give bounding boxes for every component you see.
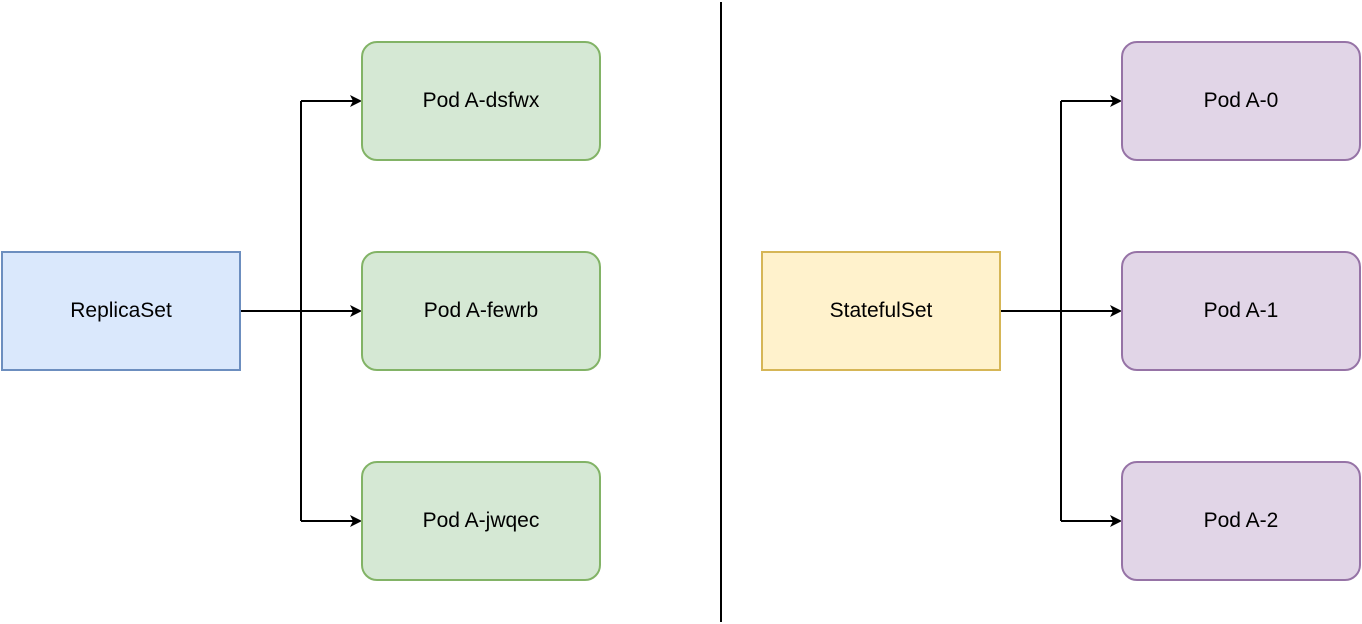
pod-label: Pod A-jwqec [422, 509, 540, 532]
pod-node-replicaset-2: Pod A-fewrb [361, 251, 601, 371]
replicaset-node: ReplicaSet [1, 251, 241, 371]
pod-node-statefulset-2: Pod A-2 [1121, 461, 1361, 581]
pod-label: Pod A-2 [1203, 509, 1279, 532]
pod-label: Pod A-dsfwx [422, 89, 540, 112]
pod-node-statefulset-0: Pod A-0 [1121, 41, 1361, 161]
pod-node-replicaset-1: Pod A-dsfwx [361, 41, 601, 161]
statefulset-label: StatefulSet [829, 299, 933, 322]
pod-label: Pod A-1 [1203, 299, 1279, 322]
statefulset-node: StatefulSet [761, 251, 1001, 371]
replicaset-label: ReplicaSet [70, 299, 172, 322]
pod-node-statefulset-1: Pod A-1 [1121, 251, 1361, 371]
pod-node-replicaset-3: Pod A-jwqec [361, 461, 601, 581]
pod-label: Pod A-fewrb [423, 299, 539, 322]
pod-label: Pod A-0 [1203, 89, 1279, 112]
